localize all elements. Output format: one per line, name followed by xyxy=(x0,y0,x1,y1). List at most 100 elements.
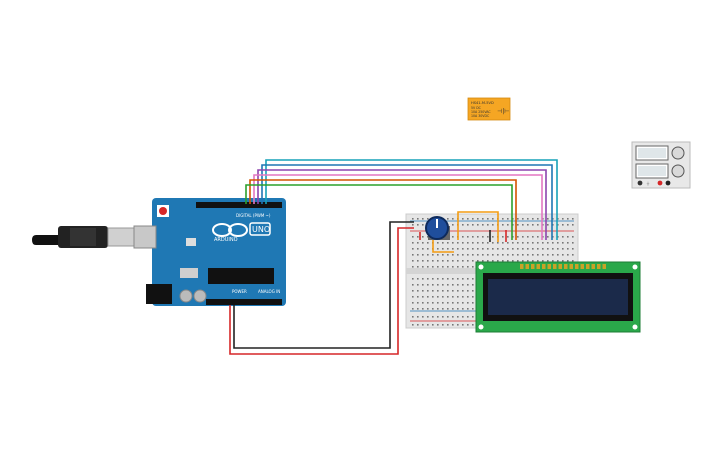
breadboard-hole[interactable] xyxy=(412,236,414,238)
breadboard-hole[interactable] xyxy=(437,316,439,318)
breadboard-hole[interactable] xyxy=(427,266,429,268)
breadboard-hole[interactable] xyxy=(422,308,424,310)
breadboard-hole[interactable] xyxy=(442,316,444,318)
breadboard-hole[interactable] xyxy=(432,260,434,262)
breadboard-hole[interactable] xyxy=(417,248,419,250)
breadboard-hole[interactable] xyxy=(412,308,414,310)
breadboard-hole[interactable] xyxy=(567,242,569,244)
breadboard-hole[interactable] xyxy=(547,218,549,220)
breadboard-hole[interactable] xyxy=(447,290,449,292)
breadboard-hole[interactable] xyxy=(422,316,424,318)
breadboard-hole[interactable] xyxy=(427,254,429,256)
breadboard-hole[interactable] xyxy=(532,254,534,256)
breadboard-hole[interactable] xyxy=(487,224,489,226)
breadboard-hole[interactable] xyxy=(517,248,519,250)
breadboard-hole[interactable] xyxy=(417,296,419,298)
breadboard-hole[interactable] xyxy=(497,260,499,262)
breadboard-hole[interactable] xyxy=(467,296,469,298)
breadboard-hole[interactable] xyxy=(452,224,454,226)
breadboard-hole[interactable] xyxy=(487,254,489,256)
breadboard-hole[interactable] xyxy=(432,324,434,326)
breadboard-hole[interactable] xyxy=(562,236,564,238)
breadboard-hole[interactable] xyxy=(547,224,549,226)
breadboard-hole[interactable] xyxy=(452,260,454,262)
breadboard-hole[interactable] xyxy=(562,224,564,226)
wire-orange-jumper[interactable] xyxy=(457,211,499,242)
breadboard-hole[interactable] xyxy=(417,254,419,256)
breadboard-hole[interactable] xyxy=(502,254,504,256)
breadboard-hole[interactable] xyxy=(572,254,574,256)
breadboard-hole[interactable] xyxy=(517,260,519,262)
breadboard-hole[interactable] xyxy=(502,224,504,226)
breadboard-hole[interactable] xyxy=(437,324,439,326)
breadboard-hole[interactable] xyxy=(532,218,534,220)
breadboard-hole[interactable] xyxy=(417,316,419,318)
breadboard-hole[interactable] xyxy=(537,248,539,250)
breadboard-hole[interactable] xyxy=(457,284,459,286)
breadboard-hole[interactable] xyxy=(442,308,444,310)
breadboard-hole[interactable] xyxy=(497,254,499,256)
breadboard-hole[interactable] xyxy=(462,290,464,292)
breadboard-hole[interactable] xyxy=(457,260,459,262)
breadboard-hole[interactable] xyxy=(517,224,519,226)
breadboard-hole[interactable] xyxy=(447,254,449,256)
breadboard-hole[interactable] xyxy=(422,284,424,286)
breadboard-hole[interactable] xyxy=(437,278,439,280)
breadboard-hole[interactable] xyxy=(457,302,459,304)
breadboard-hole[interactable] xyxy=(412,242,414,244)
breadboard-hole[interactable] xyxy=(492,260,494,262)
breadboard-hole[interactable] xyxy=(477,242,479,244)
breadboard-hole[interactable] xyxy=(422,254,424,256)
breadboard-hole[interactable] xyxy=(447,266,449,268)
breadboard-hole[interactable] xyxy=(437,242,439,244)
breadboard-hole[interactable] xyxy=(412,316,414,318)
breadboard-hole[interactable] xyxy=(477,260,479,262)
breadboard-hole[interactable] xyxy=(492,236,494,238)
breadboard-hole[interactable] xyxy=(417,290,419,292)
breadboard-hole[interactable] xyxy=(522,260,524,262)
breadboard-hole[interactable] xyxy=(472,296,474,298)
breadboard-hole[interactable] xyxy=(557,242,559,244)
breadboard-hole[interactable] xyxy=(522,254,524,256)
breadboard-hole[interactable] xyxy=(452,242,454,244)
breadboard-hole[interactable] xyxy=(542,254,544,256)
breadboard-hole[interactable] xyxy=(472,218,474,220)
breadboard-hole[interactable] xyxy=(467,254,469,256)
breadboard-hole[interactable] xyxy=(572,236,574,238)
breadboard-hole[interactable] xyxy=(462,284,464,286)
breadboard-hole[interactable] xyxy=(472,242,474,244)
breadboard-hole[interactable] xyxy=(432,316,434,318)
breadboard-hole[interactable] xyxy=(477,224,479,226)
breadboard-hole[interactable] xyxy=(487,248,489,250)
breadboard-hole[interactable] xyxy=(547,248,549,250)
breadboard-hole[interactable] xyxy=(442,242,444,244)
breadboard-hole[interactable] xyxy=(552,260,554,262)
breadboard-hole[interactable] xyxy=(472,284,474,286)
breadboard-hole[interactable] xyxy=(417,218,419,220)
breadboard-hole[interactable] xyxy=(547,260,549,262)
relay[interactable]: HS41-M-5VD 5V DC 10A 250VAC 10A 30VDC ⊣|… xyxy=(467,97,511,121)
breadboard-hole[interactable] xyxy=(422,296,424,298)
breadboard-hole[interactable] xyxy=(437,284,439,286)
breadboard-hole[interactable] xyxy=(552,248,554,250)
breadboard-hole[interactable] xyxy=(437,296,439,298)
breadboard-hole[interactable] xyxy=(507,242,509,244)
breadboard-hole[interactable] xyxy=(462,302,464,304)
breadboard-hole[interactable] xyxy=(442,324,444,326)
breadboard-hole[interactable] xyxy=(427,242,429,244)
breadboard-hole[interactable] xyxy=(522,218,524,220)
breadboard-hole[interactable] xyxy=(447,308,449,310)
breadboard-hole[interactable] xyxy=(467,266,469,268)
breadboard-hole[interactable] xyxy=(422,218,424,220)
breadboard-hole[interactable] xyxy=(502,248,504,250)
breadboard-hole[interactable] xyxy=(432,302,434,304)
breadboard-hole[interactable] xyxy=(472,254,474,256)
breadboard-hole[interactable] xyxy=(442,290,444,292)
breadboard-hole[interactable] xyxy=(412,296,414,298)
breadboard-hole[interactable] xyxy=(417,242,419,244)
breadboard-hole[interactable] xyxy=(412,278,414,280)
breadboard-hole[interactable] xyxy=(477,248,479,250)
breadboard-hole[interactable] xyxy=(412,284,414,286)
breadboard-hole[interactable] xyxy=(567,260,569,262)
